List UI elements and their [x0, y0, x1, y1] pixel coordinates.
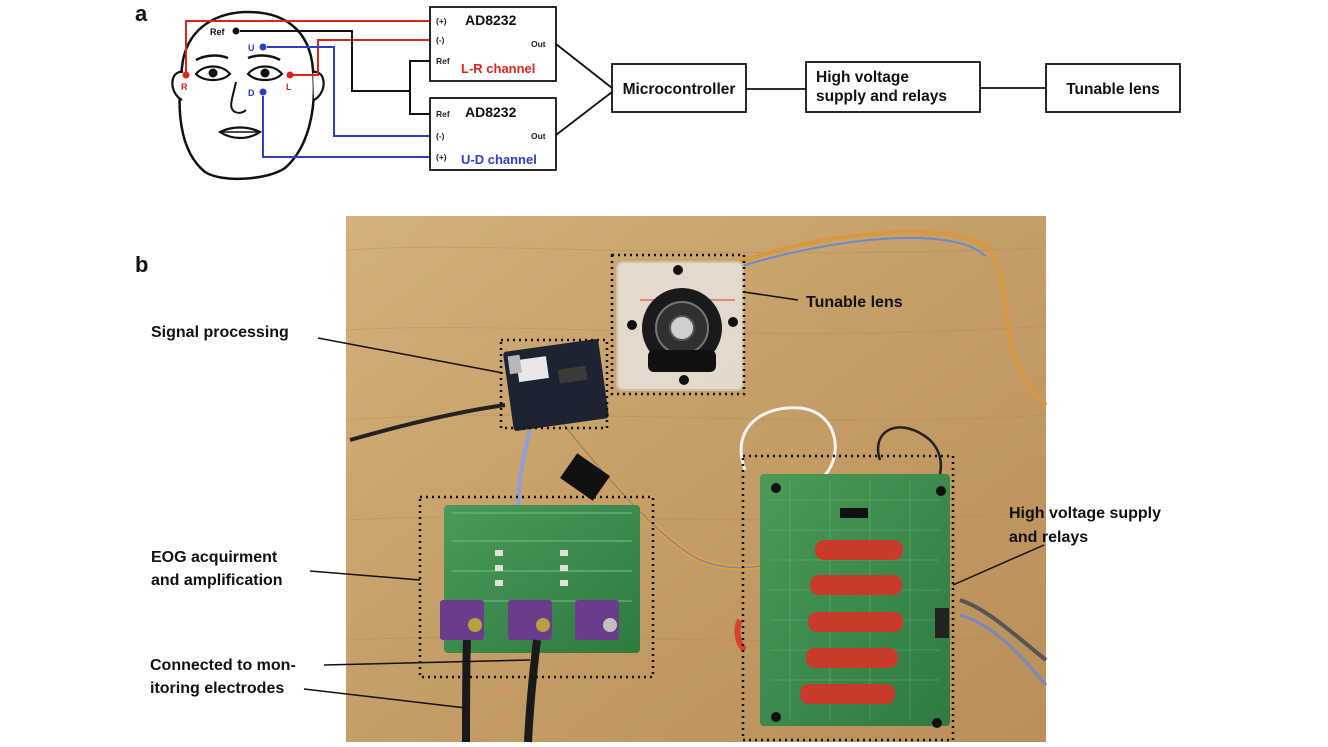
amp-ud-pin-ref: Ref	[436, 109, 450, 119]
callout-hv-1: High voltage supply	[1009, 505, 1161, 522]
lens-highlight	[610, 253, 746, 396]
panel-b-label: b	[135, 252, 148, 277]
mcu-highlight	[499, 338, 609, 430]
amp-ud-title: AD8232	[465, 104, 517, 120]
callout-signal-processing: Signal processing	[151, 324, 289, 341]
hv-supply-box	[805, 61, 981, 113]
panel-a-label: a	[135, 1, 148, 26]
amp-lr-channel: L-R channel	[461, 61, 535, 76]
hv-supply-label-2: supply and relays	[816, 88, 947, 105]
r-electrode-label: R	[181, 82, 188, 92]
amp-ud-channel: U-D channel	[461, 152, 537, 167]
tunable-lens-box	[1045, 63, 1181, 113]
amp-lr-title: AD8232	[465, 12, 517, 28]
callout-eog-1: EOG acquirment	[151, 549, 278, 566]
microcontroller-label: Microcontroller	[623, 81, 736, 98]
callout-tunable-lens: Tunable lens	[806, 294, 903, 311]
electrode-wires	[185, 20, 430, 158]
r-electrode	[182, 71, 190, 79]
amp-lr-pin-out: Out	[531, 39, 546, 49]
amp-ud-pin-plus: (+)	[436, 152, 447, 162]
callout-connected-1: Connected to mon-	[150, 657, 296, 674]
callout-lines	[303, 291, 1045, 709]
amp-lr-pin-ref: Ref	[436, 56, 450, 66]
amp-lr-pin-minus: (-)	[436, 35, 445, 45]
ref-electrode-label: Ref	[210, 27, 226, 37]
callout-eog-2: and amplification	[151, 572, 283, 589]
amp-lr-pin-plus: (+)	[436, 16, 447, 26]
eog-highlight	[418, 495, 655, 679]
callout-connected-2: itoring electrodes	[150, 680, 284, 697]
microcontroller-box	[611, 63, 747, 113]
u-electrode-label: U	[248, 43, 255, 53]
l-electrode-label: L	[286, 82, 292, 92]
ud-to-mcu-line	[555, 91, 613, 136]
d-electrode	[259, 88, 267, 96]
face-drawing	[171, 10, 325, 181]
hv-supply-label-1: High voltage	[816, 69, 909, 86]
callout-hv-2: and relays	[1009, 529, 1088, 546]
u-electrode	[259, 43, 267, 51]
lr-to-mcu-line	[555, 43, 613, 89]
amp-ud-pin-minus: (-)	[436, 131, 445, 141]
tunable-lens-label: Tunable lens	[1066, 81, 1160, 98]
highlight-boxes	[418, 253, 955, 742]
amp-lr-box	[429, 6, 557, 82]
ref-electrode	[232, 27, 240, 35]
setup-photo	[345, 216, 1048, 743]
hv-highlight	[741, 454, 955, 742]
d-electrode-label: D	[248, 88, 255, 98]
amp-ud-pin-out: Out	[531, 131, 546, 141]
